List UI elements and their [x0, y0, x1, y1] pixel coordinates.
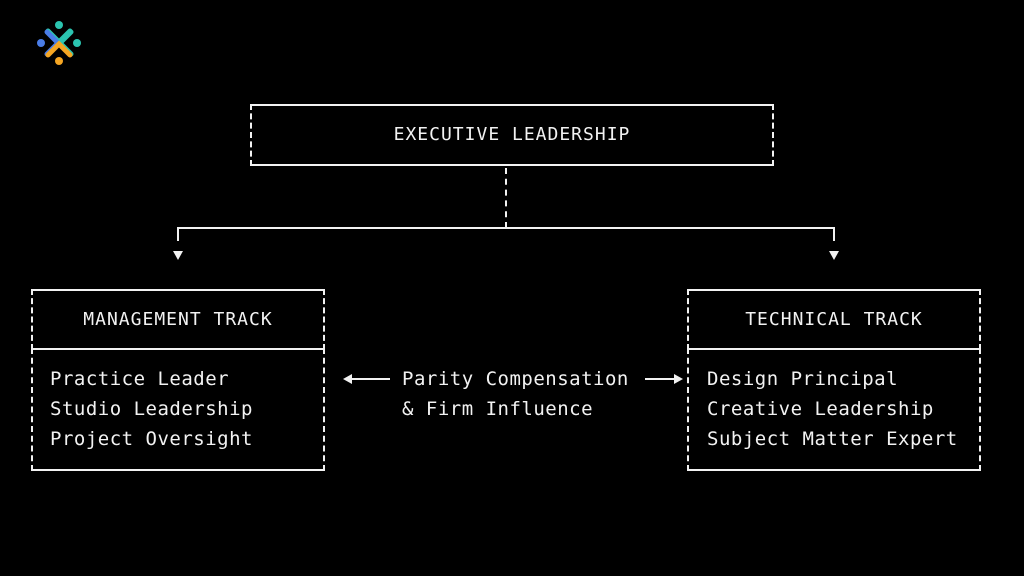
parity-line-1: Parity Compensation [402, 368, 629, 390]
branch-right-drop [833, 227, 835, 241]
parity-left-line [350, 378, 390, 380]
exec-connector-line [505, 168, 507, 228]
technical-track-header-box: TECHNICAL TRACK [687, 289, 981, 350]
management-track-title: MANAGEMENT TRACK [83, 309, 273, 330]
management-item: Practice Leader [50, 368, 230, 390]
arrow-down-right-icon [829, 251, 839, 260]
arrow-left-icon [343, 374, 352, 384]
management-track-body-box: Practice Leader Studio Leadership Projec… [31, 348, 325, 471]
parity-label: Parity Compensation & Firm Influence [402, 364, 629, 424]
management-item: Studio Leadership [50, 398, 253, 420]
technical-item: Creative Leadership [707, 398, 934, 420]
branch-left-drop [177, 227, 179, 241]
technical-track-title: TECHNICAL TRACK [745, 309, 923, 330]
technical-item: Subject Matter Expert [707, 428, 958, 450]
arrow-right-icon [674, 374, 683, 384]
parity-right-line [645, 378, 675, 380]
arrow-down-left-icon [173, 251, 183, 260]
management-item: Project Oversight [50, 428, 253, 450]
technical-track-body-box: Design Principal Creative Leadership Sub… [687, 348, 981, 471]
branch-line [177, 227, 834, 229]
executive-leadership-title: EXECUTIVE LEADERSHIP [393, 124, 631, 145]
executive-leadership-box: EXECUTIVE LEADERSHIP [250, 104, 774, 166]
parity-line-2: & Firm Influence [402, 398, 594, 420]
technical-item: Design Principal [707, 368, 899, 390]
management-track-header-box: MANAGEMENT TRACK [31, 289, 325, 350]
brand-logo-icon [37, 21, 81, 65]
